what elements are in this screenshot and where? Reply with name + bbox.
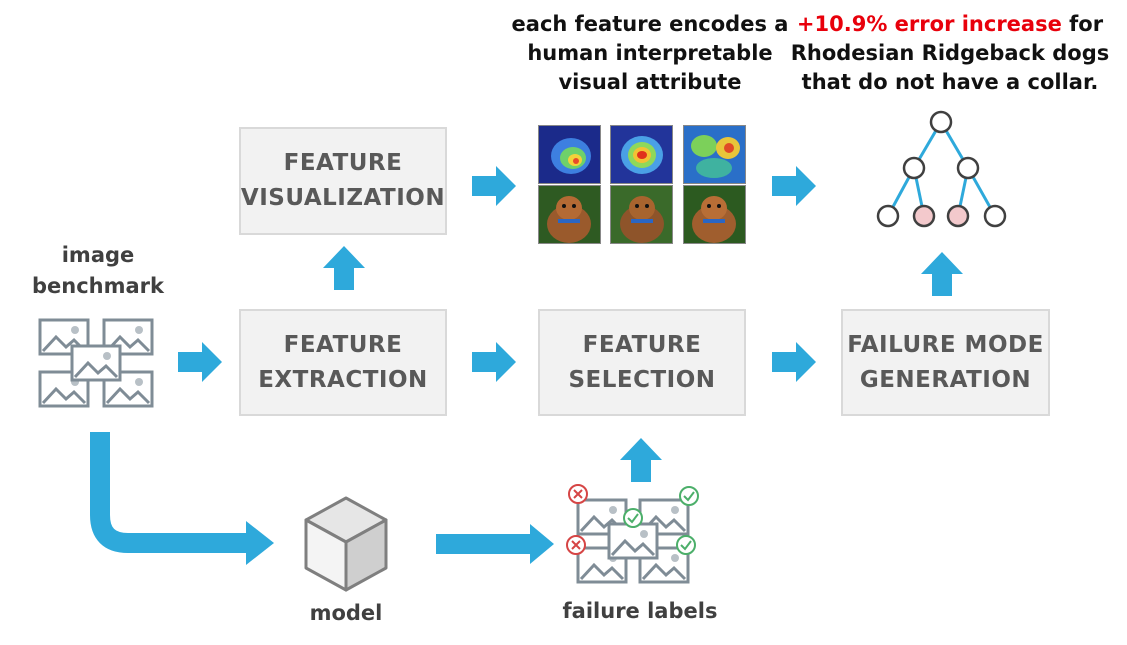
failure-mode-caption: +10.9% error increase for Rhodesian Ridg…	[790, 10, 1110, 97]
cube-icon	[304, 496, 388, 592]
dog-thumbnail	[538, 185, 601, 244]
image-benchmark-label: image benchmark	[18, 240, 178, 302]
arrow-thumbnails-to-tree	[772, 166, 816, 206]
arrow-benchmark-to-model	[90, 432, 274, 565]
caption-line: +10.9% error increase for	[790, 10, 1110, 39]
feature-encodes-caption: each feature encodes a human interpretab…	[500, 10, 800, 97]
failure-labels-label: failure labels	[562, 599, 718, 623]
check-badge-icon	[623, 508, 643, 528]
check-badge-icon	[676, 535, 696, 555]
heatmap-thumbnail	[610, 125, 673, 184]
label-line: benchmark	[32, 274, 164, 298]
box-label-line: FEATURE	[283, 331, 403, 358]
dog-thumbnail	[683, 185, 746, 244]
decision-tree-icon	[876, 110, 1007, 228]
dog-thumbnail	[610, 185, 673, 244]
box-label-line: FEATURE	[582, 331, 702, 358]
feature-selection-box: FEATURE SELECTION	[538, 309, 746, 416]
caption-line: visual attribute	[558, 70, 742, 94]
caption-line: Rhodesian Ridgeback dogs	[790, 41, 1110, 65]
caption-line: that do not have a collar.	[801, 70, 1099, 94]
check-badge-icon	[679, 486, 699, 506]
box-label-line: SELECTION	[568, 366, 716, 393]
error-increase-highlight: +10.9% error increase	[796, 12, 1062, 36]
box-label-line: FAILURE MODE	[847, 331, 1044, 358]
box-label-line: EXTRACTION	[258, 366, 428, 393]
arrow-benchmark-to-extraction	[178, 342, 222, 382]
arrow-visualization-to-thumbnails	[472, 166, 516, 206]
heatmap-thumbnail	[538, 125, 601, 184]
box-label-line: VISUALIZATION	[240, 185, 446, 211]
caption-line: each feature encodes a	[511, 12, 789, 36]
arrow-selection-to-generation	[772, 342, 816, 382]
box-label-line: FEATURE	[283, 150, 403, 176]
feature-visualization-box: FEATURE VISUALIZATION	[239, 127, 447, 235]
caption-text: for	[1061, 12, 1104, 36]
box-label-line: GENERATION	[859, 366, 1032, 393]
heatmap-thumbnail	[683, 125, 746, 184]
labeled-image-stack-icon	[566, 484, 699, 584]
arrow-extraction-to-selection	[472, 342, 516, 382]
arrow-model-to-labels	[436, 524, 554, 564]
cross-badge-icon	[568, 484, 588, 504]
cross-badge-icon	[566, 535, 586, 555]
failure-mode-generation-box: FAILURE MODE GENERATION	[841, 309, 1050, 416]
label-line: image	[61, 243, 135, 267]
arrow-extraction-to-visualization	[323, 246, 365, 290]
arrow-generation-to-tree	[921, 252, 963, 296]
feature-extraction-box: FEATURE EXTRACTION	[239, 309, 447, 416]
arrow-labels-to-selection	[620, 438, 662, 482]
image-stack-icon	[38, 318, 154, 408]
caption-line: human interpretable	[527, 41, 773, 65]
model-label: model	[309, 601, 383, 625]
